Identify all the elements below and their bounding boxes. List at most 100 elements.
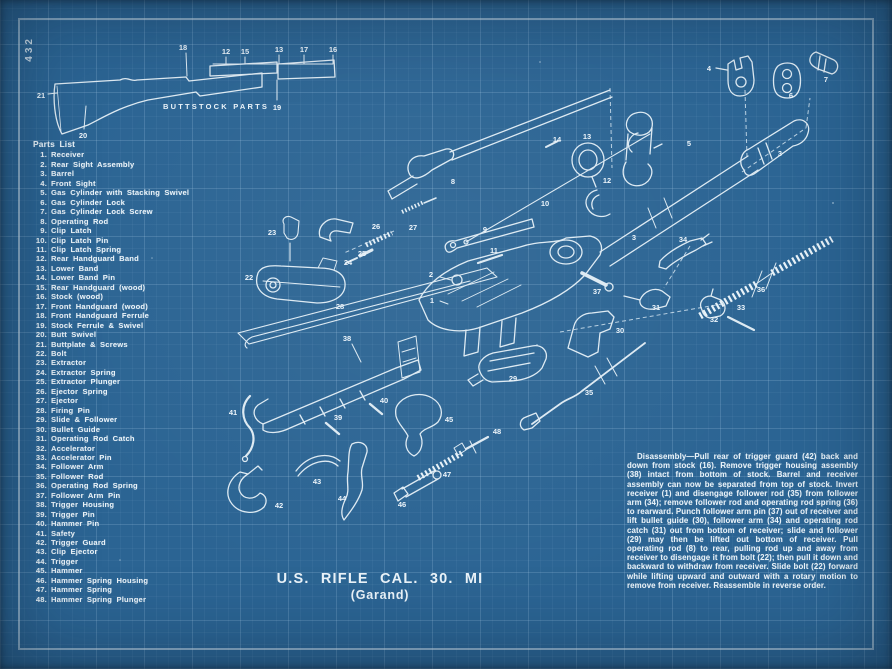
parts-list-item: 21.Buttplate & Screws	[35, 339, 128, 349]
parts-list-item: 47.Hammer Spring	[35, 585, 113, 595]
part-callout: 36	[757, 285, 765, 294]
parts-list-item: 48.Hammer Spring Plunger	[35, 594, 147, 604]
paper-specks	[119, 61, 834, 561]
part-callout: 33	[737, 303, 745, 312]
parts-list-item: 43.Clip Ejector	[35, 547, 98, 557]
part-callout: 35	[585, 388, 593, 397]
diagram-linework	[47, 51, 839, 521]
parts-list-item: 3.Barrel	[40, 169, 75, 179]
parts-list-item: 26.Ejector Spring	[35, 386, 108, 396]
parts-list-item: 12.Rear Handguard Band	[35, 254, 139, 264]
corner-mark: 432	[24, 36, 35, 62]
part-callout: 27	[409, 223, 417, 232]
parts-list-item: 38.Trigger Housing	[35, 500, 115, 510]
part-callout: 12	[222, 47, 230, 56]
disassembly-heading: Disassembly	[637, 451, 687, 461]
parts-list-item: 22.Bolt	[35, 348, 67, 358]
part-callout: 23	[268, 228, 276, 237]
parts-list-item: 40.Hammer Pin	[35, 519, 100, 529]
parts-list-item: 24.Extractor Spring	[35, 367, 116, 377]
parts-list-item: 34.Follower Arm	[35, 462, 104, 472]
parts-list-item: 11.Clip Latch Spring	[36, 244, 122, 254]
part-callout: 16	[329, 45, 337, 54]
part-callout: 40	[380, 396, 388, 405]
part-callout: 25	[358, 249, 366, 258]
parts-list-item: 5.Gas Cylinder with Stacking Swivel	[40, 188, 190, 198]
parts-list-item: 29.Slide & Follower	[35, 415, 118, 425]
part-callout: 13	[583, 132, 591, 141]
part-callout: 18	[179, 43, 187, 52]
part-callout: 46	[398, 500, 406, 509]
part-callout: 4	[707, 64, 712, 73]
part-callout: 19	[273, 103, 281, 112]
parts-list-item: 17.Front Handguard (wood)	[35, 301, 148, 311]
part-callout: 41	[229, 408, 237, 417]
parts-list-item: 25.Extractor Plunger	[35, 377, 121, 387]
part-callout: 30	[616, 326, 624, 335]
parts-list-item: 23.Extractor	[35, 358, 87, 368]
parts-list-item: 19.Stock Ferrule & Swivel	[35, 320, 144, 330]
part-callout: 8	[451, 177, 455, 186]
part-callout: 14	[553, 135, 562, 144]
part-callout: 13	[275, 45, 283, 54]
parts-list-item: 36.Operating Rod Spring	[35, 481, 138, 491]
disassembly-body: —Pull rear of trigger guard (42) back an…	[627, 451, 858, 590]
part-callout: 28	[336, 302, 344, 311]
parts-list-item: 32.Accelerator	[35, 443, 95, 453]
part-callout: 43	[313, 477, 321, 486]
part-callout: 21	[37, 91, 45, 100]
parts-list-item: 10.Clip Latch Pin	[35, 235, 109, 245]
title-block: U.S. RIFLE CAL. 30. MI (Garand)	[275, 571, 485, 602]
page-subtitle: (Garand)	[350, 588, 410, 602]
parts-list-item: 30.Bullet Guide	[35, 424, 101, 434]
part-callout: 38	[343, 334, 351, 343]
parts-list-item: 31.Operating Rod Catch	[35, 434, 135, 444]
part-callout: 44	[338, 494, 347, 503]
buttstock-parts-label: BUTTSTOCK PARTS	[163, 102, 270, 111]
parts-list-item: 4.Front Sight	[40, 178, 96, 188]
parts-list-item: 18.Front Handguard Ferrule	[35, 311, 150, 321]
parts-list-item: 14.Lower Band Pin	[35, 273, 116, 283]
part-callout: 32	[710, 315, 718, 324]
part-callout: 48	[493, 427, 501, 436]
spring-coils	[364, 200, 834, 481]
parts-list-title: Parts List	[33, 139, 76, 149]
part-callout: 10	[541, 199, 549, 208]
part-callout: 11	[490, 246, 498, 255]
parts-list-item: 35.Follower Rod	[35, 471, 104, 481]
parts-list-item: 1.Receiver	[40, 150, 85, 160]
parts-list-item: 28.Firing Pin	[35, 405, 91, 415]
part-callout: 29	[509, 374, 517, 383]
part-callout: 15	[241, 47, 249, 56]
parts-list-item: 33.Accelerator Pin	[35, 452, 112, 462]
part-callout: 37	[593, 287, 601, 296]
parts-list-item: 16.Stock (wood)	[35, 292, 104, 302]
part-callout: 47	[443, 470, 451, 479]
parts-list-item: 7.Gas Cylinder Lock Screw	[40, 207, 153, 217]
part-callout: 24	[344, 258, 353, 267]
part-callout: 1	[430, 296, 434, 305]
parts-list-item: 15.Rear Handguard (wood)	[35, 282, 146, 292]
parts-list-item: 13.Lower Band	[35, 263, 99, 273]
parts-list-item: 41.Safety	[35, 528, 75, 538]
parts-list-item: 39.Trigger Pin	[35, 509, 95, 519]
part-callout: 45	[445, 415, 453, 424]
parts-list-item: 6.Gas Cylinder Lock	[40, 197, 126, 207]
parts-list-item: 42.Trigger Guard	[35, 538, 106, 548]
part-callout: 7	[824, 75, 828, 84]
part-callout: 34	[679, 235, 688, 244]
part-callout: 17	[300, 45, 308, 54]
part-callout: 5	[687, 139, 691, 148]
part-callout: 3	[778, 149, 782, 158]
part-callout: 31	[652, 303, 660, 312]
parts-list-item: 2.Rear Sight Assembly	[40, 159, 135, 169]
construction-lines	[343, 87, 811, 333]
parts-list-item: 8.Operating Rod	[40, 216, 109, 226]
parts-list-item: 46.Hammer Spring Housing	[35, 575, 149, 585]
page-title: U.S. RIFLE CAL. 30. MI	[276, 571, 484, 587]
part-callout: 22	[245, 273, 253, 282]
parts-list-item: 44.Trigger	[35, 556, 79, 566]
